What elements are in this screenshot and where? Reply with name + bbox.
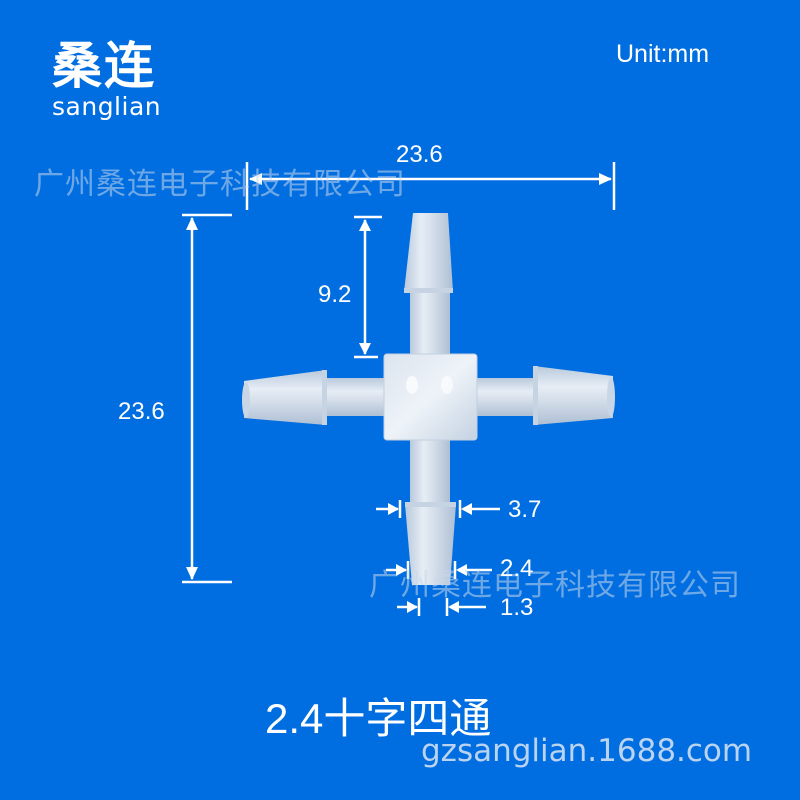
bottom-arm bbox=[405, 430, 456, 585]
unit-label: Unit:mm bbox=[616, 40, 710, 68]
dimension-overall-height bbox=[182, 213, 232, 584]
center-block bbox=[383, 353, 478, 441]
label-arm-length: 9.2 bbox=[318, 281, 352, 308]
product-title-size: 2.4 bbox=[265, 695, 324, 742]
label-barb-tip-diameter: 2.4 bbox=[500, 555, 534, 582]
dimension-arm-length bbox=[354, 215, 382, 359]
brand-logo-cn: 桑连 bbox=[52, 37, 156, 95]
label-overall-height: 23.6 bbox=[118, 398, 165, 425]
dimension-inner bbox=[397, 598, 486, 616]
store-url: gzsanglian.1688.com bbox=[421, 733, 753, 769]
dimension-barb-max bbox=[376, 500, 500, 518]
label-inner-diameter: 1.3 bbox=[500, 594, 534, 621]
dimension-overall-width bbox=[245, 162, 616, 210]
right-arm bbox=[465, 366, 615, 425]
product-title-name: 十字四通 bbox=[323, 694, 492, 743]
dimension-barb-tip bbox=[386, 561, 492, 579]
brand-logo-en: sanglian bbox=[52, 92, 162, 121]
label-overall-width: 23.6 bbox=[396, 141, 443, 168]
watermark-company-bottom: 广州桑连电子科技有限公司 bbox=[369, 568, 741, 603]
watermark-company-top: 广州桑连电子科技有限公司 bbox=[34, 167, 406, 202]
top-arm bbox=[404, 213, 453, 365]
product-title: 2.4十字四通 bbox=[265, 696, 491, 742]
left-arm bbox=[242, 370, 395, 425]
label-barb-max-diameter: 3.7 bbox=[508, 496, 542, 523]
cross-fitting bbox=[242, 213, 615, 585]
